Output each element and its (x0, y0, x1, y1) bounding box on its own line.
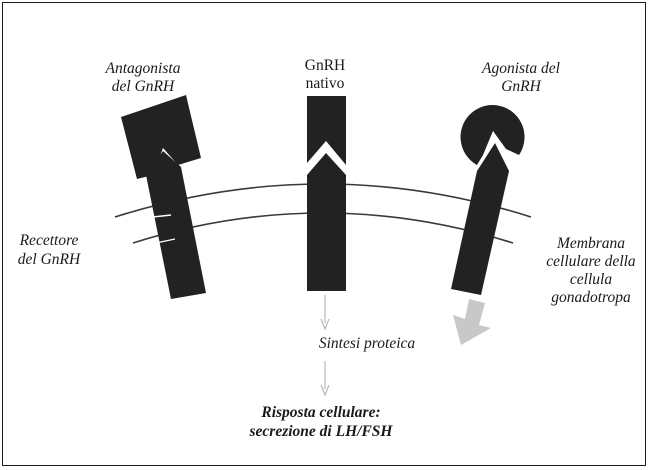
native-label-line1: GnRH (305, 57, 345, 74)
native-label-line2: nativo (306, 75, 345, 92)
agonist-label-line1: Agonista del (481, 60, 560, 77)
antagonist-label-line2: del GnRH (112, 78, 175, 95)
membrane-label-line2: cellulare della (546, 253, 636, 270)
native-receptor-shape (307, 153, 346, 291)
gnrh-diagram: Antagonista del GnRH GnRH nativo Agonist… (3, 3, 645, 465)
receptor-label-line2: del GnRH (18, 251, 81, 268)
membrane-label-line1: Membrana (556, 235, 625, 252)
response-label-line2: secrezione di LH/FSH (249, 423, 394, 440)
receptor-label-line1: Recettore (19, 232, 79, 249)
agonist-receptor-shape (451, 143, 509, 295)
synthesis-label: Sintesi proteica (319, 335, 416, 352)
response-label-line1: Risposta cellulare: (260, 404, 380, 421)
antagonist-receptor-shape (146, 151, 206, 299)
membrane-label-line4: gonadotropa (551, 289, 631, 306)
agonist-label-line2: GnRH (501, 78, 541, 95)
membrane-label-line3: cellula (570, 271, 612, 288)
antagonist-label-line1: Antagonista (105, 60, 181, 77)
signal-arrow-gray (453, 299, 491, 345)
